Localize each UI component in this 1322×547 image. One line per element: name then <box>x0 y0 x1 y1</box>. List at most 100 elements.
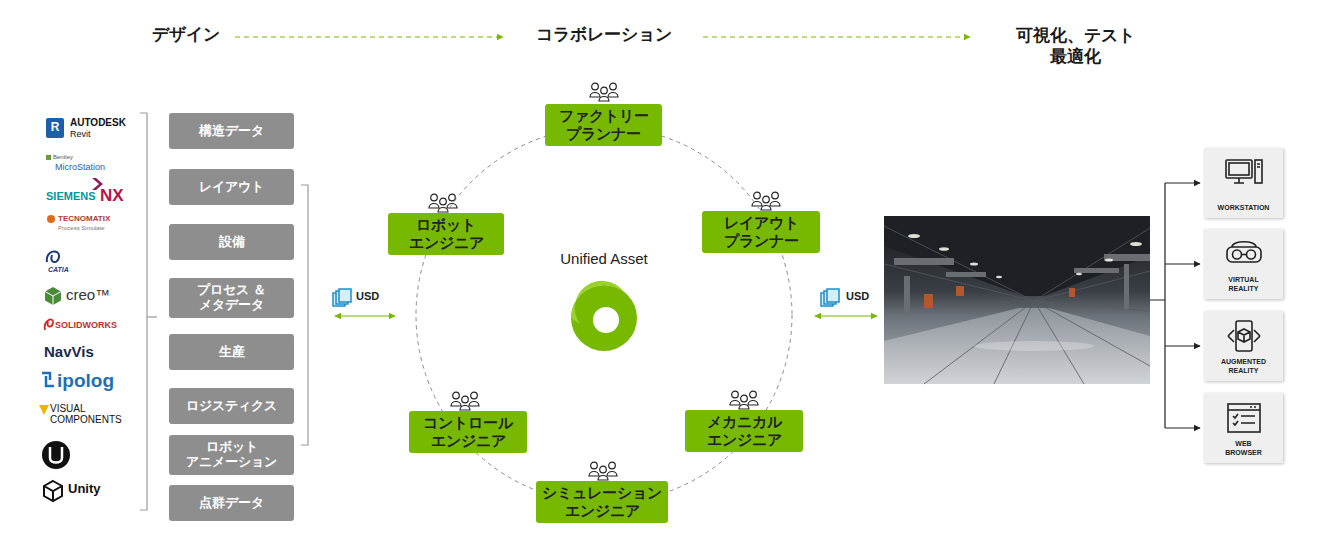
software-logo-icon <box>39 118 103 501</box>
factory-photo <box>970 263 978 266</box>
software-logo-icon <box>45 287 61 305</box>
omniverse-logo <box>571 281 637 351</box>
people-icon <box>429 194 457 212</box>
role-box: コントロール エンジニア <box>409 411 527 453</box>
output-device-tile: VIRTUAL REALITY <box>1204 229 1283 299</box>
people-icon <box>451 392 461 406</box>
software-logo-icon <box>42 441 70 469</box>
bracket <box>147 316 157 317</box>
people-icon <box>608 83 618 97</box>
node-text: VIRTUAL REALITY <box>1217 276 1271 293</box>
node-text: コントロール エンジニア <box>415 414 521 450</box>
data-category-box: レイアウト <box>169 169 294 205</box>
people-icon <box>761 196 771 210</box>
factory-photo <box>908 234 1142 278</box>
data-category-box: ロジスティクス <box>169 388 294 424</box>
role-box: ロボット エンジニア <box>388 213 504 255</box>
software-logo-text: Unity <box>68 482 101 497</box>
software-logo-text: Bentley <box>53 154 73 161</box>
software-logo-text: AUTODESK <box>70 117 126 129</box>
node-text: WORKSTATION <box>1217 204 1271 212</box>
people-icon <box>590 83 618 101</box>
factory-photo <box>884 308 1150 384</box>
output-device-tile: AUGMENTED REALITY <box>1204 311 1283 381</box>
node-text: WEB BROWSER <box>1217 440 1271 457</box>
people-icon <box>451 392 479 410</box>
people-icon <box>730 391 740 405</box>
output-device-tile: WORKSTATION <box>1204 148 1283 218</box>
factory-photo <box>924 301 1150 384</box>
data-category-box: 生産 <box>169 334 294 370</box>
data-category-box: 構造データ <box>169 113 294 149</box>
software-logo-text: NX <box>100 186 124 206</box>
factory-photo <box>946 272 986 277</box>
factory-photo <box>996 276 1002 278</box>
output-arrow <box>1165 345 1200 346</box>
software-logo-icon <box>46 118 64 138</box>
people-icon <box>752 192 780 210</box>
people-icon <box>598 466 608 480</box>
node-text: ロジスティクス <box>186 399 277 414</box>
factory-photo <box>894 258 954 265</box>
software-logo-text: Revit <box>70 129 91 139</box>
node-text: レイアウト プランナー <box>708 214 814 250</box>
software-logo-icon <box>44 481 62 501</box>
bracket <box>301 185 308 445</box>
factory-photo <box>939 247 949 251</box>
device-icon <box>1224 156 1264 190</box>
omniverse-logo <box>593 307 619 333</box>
software-logo-text: creo™ <box>66 286 110 303</box>
people-icon <box>429 194 439 208</box>
factory-photo <box>894 254 1150 316</box>
node-text: 構造データ <box>199 124 264 139</box>
data-category-box: 設備 <box>169 224 294 260</box>
output-arrow <box>1165 182 1200 183</box>
usd-arrow <box>815 315 877 316</box>
software-logo-text: ipolog <box>57 370 114 392</box>
stage-arrow <box>703 36 970 37</box>
factory-photo <box>884 216 1150 384</box>
factory-photo <box>924 294 933 308</box>
data-category-box: プロセス ＆メタデータ <box>169 278 294 318</box>
people-icon <box>730 391 758 409</box>
stage-arrow <box>235 36 503 37</box>
node-text: ロボット エンジニア <box>394 216 498 252</box>
software-logo-text: SOLIDWORKS <box>55 320 117 330</box>
device-icon <box>1224 237 1264 271</box>
bracket <box>140 113 147 510</box>
logo-letter: R <box>46 121 64 135</box>
factory-photo <box>884 216 1150 296</box>
stage-heading: 可視化、テスト 最適化 <box>1010 25 1140 68</box>
factory-photo <box>884 226 1150 384</box>
factory-photo <box>1105 259 1113 262</box>
unified-asset-circle: Unified Assetファクトリー プランナーレイアウト プランナーメカニカ… <box>414 125 794 505</box>
software-logo-text: VISUAL COMPONENTS <box>50 403 130 425</box>
people-icon <box>589 462 599 476</box>
software-logo-text: TECNOMATIX <box>58 214 110 223</box>
software-logo-icon <box>47 251 59 262</box>
people-icon <box>590 83 600 97</box>
stage-heading: コラボレーション <box>494 25 714 45</box>
node-text: 点群データ <box>199 496 264 511</box>
factory-photo <box>1069 288 1075 297</box>
factory-photo <box>924 286 1075 308</box>
node-text: ロボット アニメーション <box>175 440 288 470</box>
role-box: メカニカル エンジニア <box>685 410 803 452</box>
software-logo-icon <box>39 405 49 415</box>
software-logo-icon <box>45 319 53 330</box>
software-logo-icon <box>42 373 54 386</box>
bracket <box>140 113 308 510</box>
software-logo-icon <box>47 215 55 223</box>
people-icon <box>438 198 448 212</box>
node-text: シミュレーション エンジニア <box>542 484 662 520</box>
stage-heading: デザイン <box>86 25 286 45</box>
software-logo-text: SIEMENS <box>46 190 96 203</box>
factory-photo <box>884 216 1150 384</box>
people-icon <box>770 192 780 206</box>
data-category-box: 点群データ <box>169 485 294 521</box>
software-logo-text: Process Simulate <box>58 225 105 232</box>
people-icon <box>748 391 758 405</box>
software-logo-text: NavVis <box>44 343 94 360</box>
people-icon <box>447 194 457 208</box>
